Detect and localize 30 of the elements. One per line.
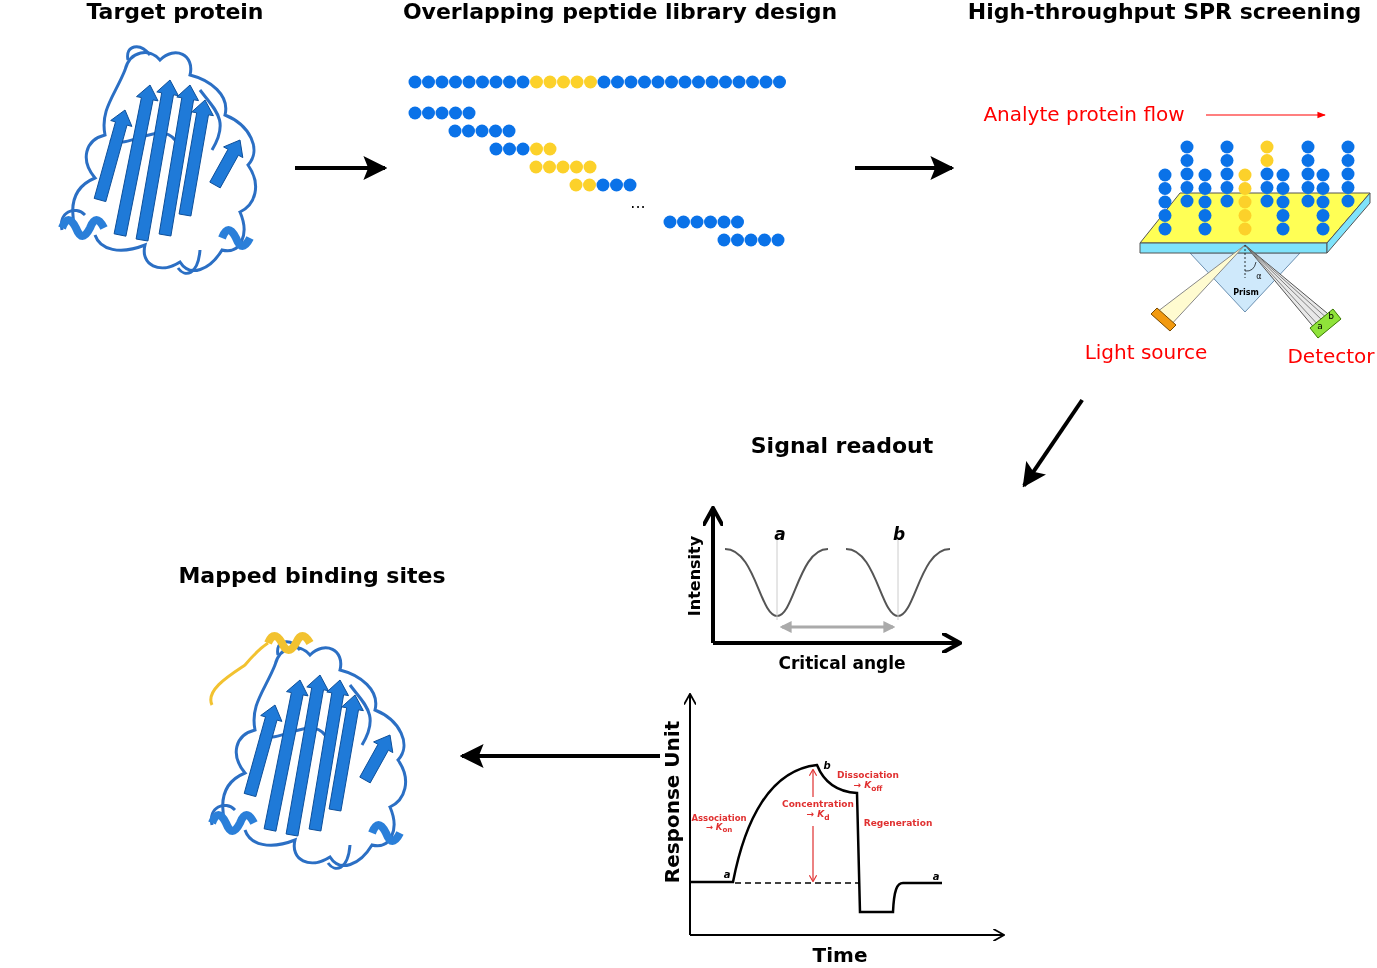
axis-title: Response Unit bbox=[661, 720, 683, 884]
dip-label: b bbox=[892, 524, 906, 544]
light-source-label: Light source bbox=[1084, 341, 1208, 363]
detector-label: Detector bbox=[1287, 345, 1375, 367]
axis-title: Critical angle bbox=[778, 653, 906, 673]
dip-label: a bbox=[774, 524, 786, 544]
step-title: Signal readout bbox=[750, 434, 934, 458]
phase-label: Concentration → K$_{d}$ bbox=[781, 800, 855, 822]
phase-label: Regeneration bbox=[863, 819, 933, 829]
axis-title: Intensity bbox=[686, 535, 704, 617]
step-title: Overlapping peptide library design bbox=[402, 0, 838, 24]
axis-title: Time bbox=[812, 944, 868, 966]
detector-mark-label: b bbox=[1328, 312, 1334, 322]
flow-label: Analyte protein flow bbox=[983, 103, 1185, 125]
point-label: b bbox=[823, 759, 831, 771]
prism-label: Prism bbox=[1233, 288, 1259, 298]
step-title: Mapped binding sites bbox=[178, 564, 446, 588]
detector-mark-label: a bbox=[1317, 322, 1323, 332]
ellipsis-mark: ... bbox=[630, 194, 646, 212]
point-label: a bbox=[932, 870, 940, 882]
arrow bbox=[295, 156, 388, 180]
phase-label: Dissociation → K$_{off}$ bbox=[836, 771, 900, 793]
point-label: a bbox=[723, 868, 731, 880]
step-title: Target protein bbox=[86, 0, 264, 24]
arrow bbox=[1022, 398, 1084, 488]
step-title: High-throughput SPR screening bbox=[967, 0, 1362, 24]
angle-symbol: α bbox=[1256, 272, 1262, 282]
arrow bbox=[459, 744, 660, 768]
arrow bbox=[855, 156, 955, 180]
phase-label: Association → K$_{on}$ bbox=[691, 813, 747, 835]
